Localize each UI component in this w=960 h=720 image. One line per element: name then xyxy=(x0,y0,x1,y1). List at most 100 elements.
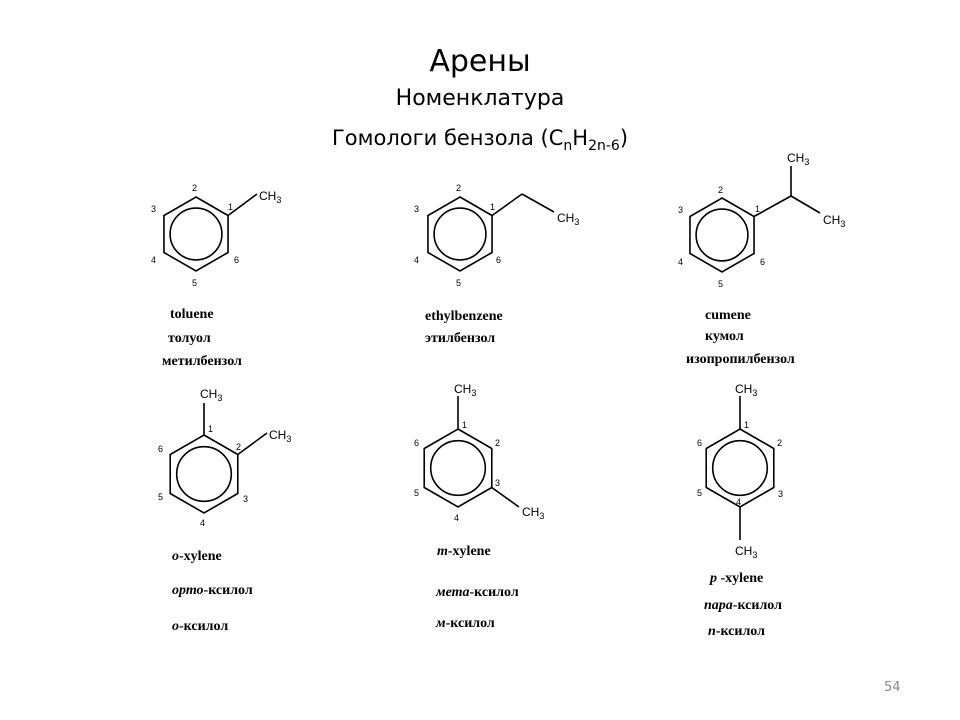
p-xylene-ru: пара-ксилол xyxy=(704,598,782,614)
m-xylene-num-2: 2 xyxy=(495,438,500,448)
m-xylene-short: м-ксилол xyxy=(436,616,495,632)
toluene-num-4: 4 xyxy=(151,255,156,265)
heading-sub-n: n xyxy=(563,138,573,155)
m-xylene-short-prefix: м xyxy=(436,616,446,631)
slide-heading: Гомологи бензола (CnH2n-6) xyxy=(0,126,960,154)
m-xylene-en-prefix: m xyxy=(437,544,448,559)
ethylbenzene-ethyl-bond-1 xyxy=(491,193,523,217)
p-xylene-ch3-1: CH3 xyxy=(735,382,757,398)
m-xylene-num-4: 4 xyxy=(454,513,459,523)
p-xylene-num-2: 2 xyxy=(777,438,782,448)
cumene-num-2: 2 xyxy=(718,185,723,195)
p-xylene-ru-prefix: пара xyxy=(704,598,733,613)
toluene-num-6: 6 xyxy=(234,255,239,265)
o-xylene-ch3-2: CH3 xyxy=(269,428,291,444)
cumene-num-6: 6 xyxy=(760,257,765,267)
p-xylene-num-1: 1 xyxy=(744,420,749,430)
m-xylene-en: m-xylene xyxy=(437,544,491,560)
m-xylene-ch3-1: CH3 xyxy=(454,382,476,398)
ethylbenzene-num-3: 3 xyxy=(414,204,419,214)
o-xylene-en-prefix: o xyxy=(172,549,179,564)
heading-text: Гомологи бензола (C xyxy=(331,126,564,150)
ethylbenzene-num-5: 5 xyxy=(456,278,461,288)
o-xylene-ru: орто-ксилол xyxy=(172,583,253,599)
m-xylene-ring xyxy=(423,428,493,508)
toluene-num-5: 5 xyxy=(192,278,197,288)
o-xylene-short-rest: -ксилол xyxy=(179,619,229,634)
cumene-isopropyl-bond-right xyxy=(790,195,821,214)
heading-sub-2n6: 2n-6 xyxy=(588,138,620,155)
p-xylene-ch3-2: CH3 xyxy=(735,544,757,560)
o-xylene-num-1: 1 xyxy=(208,424,213,434)
o-xylene-num-5: 5 xyxy=(158,492,163,502)
p-xylene-short: п-ксилол xyxy=(708,624,765,640)
ethylbenzene-num-2: 2 xyxy=(456,183,461,193)
m-xylene-ru-prefix: мета xyxy=(436,585,470,600)
o-xylene-num-3: 3 xyxy=(243,494,248,504)
o-xylene-en-rest: -xylene xyxy=(179,549,222,564)
toluene-num-3: 3 xyxy=(151,204,156,214)
p-xylene-ru-rest: -ксилол xyxy=(732,598,782,613)
m-xylene-num-1: 1 xyxy=(462,420,467,430)
toluene-num-1: 1 xyxy=(228,202,233,212)
p-xylene-short-rest: -ксилол xyxy=(715,624,765,639)
heading-close: ) xyxy=(619,126,629,150)
o-xylene-aromatic-circle xyxy=(175,445,233,503)
page-number: 54 xyxy=(884,680,901,695)
cumene-aromatic-circle xyxy=(695,208,749,262)
ethylbenzene-ethyl-bond-2 xyxy=(521,193,555,213)
m-xylene-num-3: 3 xyxy=(495,478,500,488)
p-xylene-num-6: 6 xyxy=(697,438,702,448)
cumene-en: cumene xyxy=(705,308,751,323)
ethylbenzene-num-1: 1 xyxy=(490,202,495,212)
toluene-en: toluene xyxy=(170,307,214,322)
cumene-num-1: 1 xyxy=(755,204,760,214)
heading-h: H xyxy=(572,126,589,150)
m-xylene-methyl-bond-2 xyxy=(491,486,520,508)
p-xylene-en: p -xylene xyxy=(710,571,763,587)
m-xylene-en-rest: -xylene xyxy=(447,544,491,559)
o-xylene-num-2: 2 xyxy=(236,442,241,452)
o-xylene-ch3-1: CH3 xyxy=(200,387,222,403)
toluene-ch3: CH3 xyxy=(259,189,281,205)
ethylbenzene-aromatic-circle xyxy=(433,207,487,261)
cumene-ch3-right: CH3 xyxy=(823,213,845,229)
cumene-num-5: 5 xyxy=(718,279,723,289)
cumene-num-4: 4 xyxy=(678,257,683,267)
m-xylene-short-rest: -ксилол xyxy=(445,616,495,631)
p-xylene-short-prefix: п xyxy=(708,624,716,639)
toluene-alt: метилбензол xyxy=(162,354,242,369)
o-xylene-num-4: 4 xyxy=(200,518,205,528)
p-xylene-en-rest: -xylene xyxy=(717,571,764,586)
toluene-aromatic-circle xyxy=(169,207,223,261)
cumene-alt: изопропилбензол xyxy=(686,352,795,367)
m-xylene-num-5: 5 xyxy=(414,488,419,498)
p-xylene-num-5: 5 xyxy=(697,488,702,498)
o-xylene-num-6: 6 xyxy=(158,444,163,454)
o-xylene-short-prefix: о xyxy=(172,619,179,634)
o-xylene-methyl-bond-2 xyxy=(237,432,268,456)
m-xylene-ru: мета-ксилол xyxy=(436,585,519,601)
m-xylene-num-6: 6 xyxy=(414,438,419,448)
m-xylene-ch3-2: CH3 xyxy=(522,505,544,521)
p-xylene-num-4: 4 xyxy=(736,497,741,507)
o-xylene-ru-rest: -ксилол xyxy=(203,583,253,598)
o-xylene-short: о-ксилол xyxy=(172,619,228,635)
p-xylene-en-prefix: p xyxy=(710,571,717,586)
ethylbenzene-ru: этилбензол xyxy=(425,331,496,346)
cumene-isopropyl-bond-1 xyxy=(753,195,792,218)
toluene-ru: толуол xyxy=(168,331,211,346)
o-xylene-ru-prefix: орто xyxy=(172,583,204,598)
ethylbenzene-num-4: 4 xyxy=(414,255,419,265)
cumene-ch3-top: CH3 xyxy=(787,151,809,167)
cumene-num-3: 3 xyxy=(678,205,683,215)
m-xylene-ru-rest: -ксилол xyxy=(469,585,519,600)
slide-title: Арены xyxy=(429,44,531,79)
toluene-num-2: 2 xyxy=(192,183,197,193)
p-xylene-num-3: 3 xyxy=(778,489,783,499)
slide-subtitle: Номенклатура xyxy=(395,86,565,111)
o-xylene-en: o-xylene xyxy=(172,549,222,565)
ethylbenzene-ch3: CH3 xyxy=(557,211,579,227)
m-xylene-aromatic-circle xyxy=(429,439,487,497)
